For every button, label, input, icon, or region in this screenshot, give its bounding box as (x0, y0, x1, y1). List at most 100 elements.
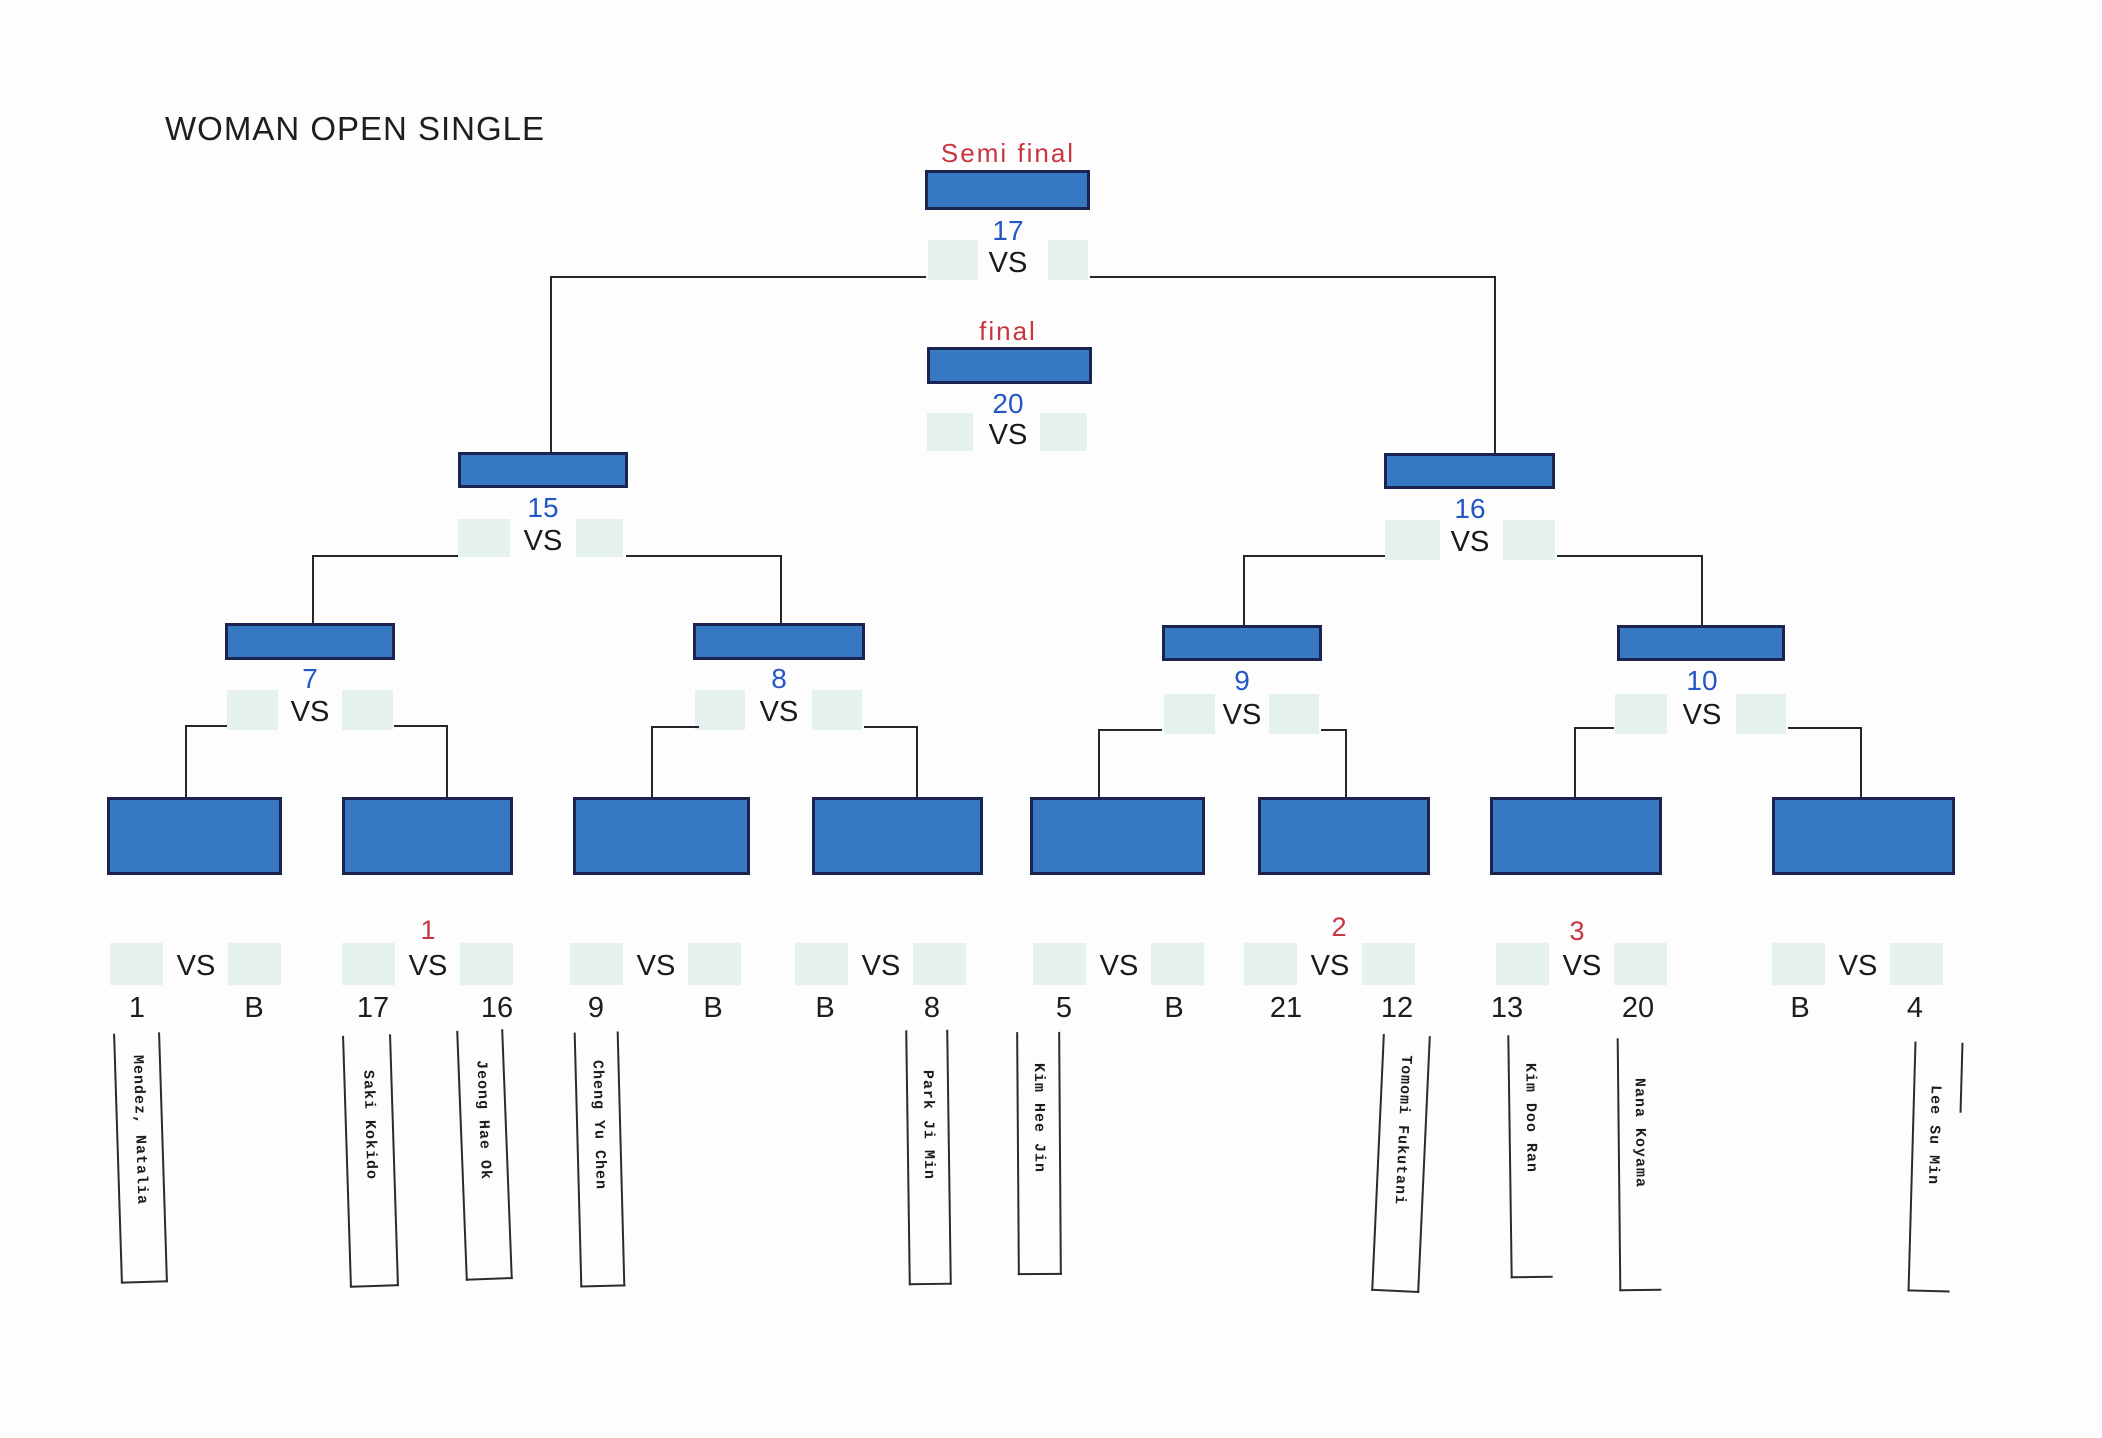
quarter-match-number: 8 (771, 663, 787, 694)
highlight-box (812, 690, 862, 730)
player-name: Cheng Yu Chen (588, 1059, 609, 1191)
quarter-box-8 (693, 623, 865, 660)
order-number: 3 (1569, 916, 1585, 946)
bracket-line (312, 555, 314, 625)
bracket-line (1098, 729, 1100, 797)
highlight-box (1033, 943, 1086, 985)
bracket-line (394, 725, 448, 727)
highlight-box (576, 519, 623, 557)
slot-number: B (244, 992, 264, 1024)
final-label: final (979, 316, 1037, 346)
vs-label: VS (861, 950, 901, 982)
bracket-line (185, 725, 187, 797)
slot-number: 1 (128, 992, 146, 1024)
vs-label: VS (290, 696, 330, 728)
highlight-box (688, 943, 741, 985)
bracket-line (550, 276, 926, 278)
bracket-line (916, 726, 918, 797)
vs-label: VS (1450, 526, 1490, 558)
entry-box (342, 797, 513, 875)
slot-number: 17 (356, 992, 390, 1024)
player-name-tag: Kim Doo Ran (1507, 1034, 1553, 1279)
slot-number: 21 (1269, 992, 1303, 1024)
slot-number: 9 (587, 992, 605, 1024)
player-name: Mendez, Natalia (128, 1054, 151, 1206)
final-match-number: 20 (992, 388, 1024, 419)
slot-number: B (703, 992, 723, 1024)
slot-number: 16 (480, 992, 514, 1024)
quarter-box-7 (225, 623, 395, 660)
bracket-line (1701, 555, 1703, 627)
semi-final-label: Semi final (940, 138, 1076, 168)
highlight-box (342, 943, 395, 985)
highlight-box (1614, 943, 1667, 985)
highlight-box (1772, 943, 1825, 985)
bracket-line (1090, 276, 1496, 278)
highlight-box (342, 690, 393, 730)
bracket-line (550, 276, 552, 453)
bracket-line (1860, 727, 1862, 797)
highlight-box (1362, 943, 1415, 985)
order-number: 1 (420, 915, 436, 945)
player-name-tag: Tomomi Fukutani (1371, 1034, 1431, 1293)
semi-final-match-number: 17 (992, 215, 1024, 246)
player-name: Lee Su Min (1923, 1084, 1944, 1186)
highlight-box (1164, 694, 1215, 734)
player-name-tag: Lee Su Min (1907, 1041, 1964, 1293)
slot-number: 4 (1906, 992, 1924, 1024)
bracket-line (446, 725, 448, 797)
bracket-line (185, 725, 227, 727)
quarter-match-number: 10 (1686, 665, 1718, 696)
bracket-line (864, 726, 918, 728)
player-name-tag: Kim Hee Jin (1016, 1031, 1062, 1276)
highlight-box (1048, 240, 1088, 280)
bracket-line (1494, 276, 1496, 454)
vs-label: VS (759, 696, 799, 728)
player-name-tag: Cheng Yu Chen (573, 1031, 626, 1288)
quarter-box-9 (1162, 625, 1322, 661)
highlight-box (927, 413, 973, 451)
slot-number: B (815, 992, 835, 1024)
highlight-box (1736, 694, 1786, 734)
highlight-box (913, 943, 966, 985)
vs-label: VS (1562, 950, 1602, 982)
highlight-box (460, 943, 513, 985)
bracket-line (1345, 729, 1347, 797)
entry-box (1772, 797, 1955, 875)
quarter-box-10 (1617, 625, 1785, 661)
highlight-box (228, 943, 281, 985)
right-semi-match-number: 16 (1454, 493, 1486, 524)
slot-number: 13 (1490, 992, 1524, 1024)
bracket-line (1098, 729, 1162, 731)
highlight-box (1385, 520, 1440, 560)
slot-number: 20 (1621, 992, 1655, 1024)
vs-label: VS (1682, 699, 1722, 731)
highlight-box (1244, 943, 1297, 985)
highlight-box (1151, 943, 1204, 985)
player-name: Saki Kokido (359, 1069, 380, 1181)
entry-box (812, 797, 983, 875)
highlight-box (1040, 413, 1087, 451)
semi-final-box (925, 170, 1090, 210)
highlight-box (570, 943, 623, 985)
highlight-box (928, 240, 978, 280)
player-name-tag: Park Ji Min (905, 1029, 952, 1286)
vs-label: VS (988, 419, 1028, 451)
slot-number: B (1164, 992, 1184, 1024)
left-semi-match-number: 15 (527, 492, 559, 523)
player-name-tag: Mendez, Natalia (113, 1032, 168, 1284)
vs-label: VS (408, 950, 448, 982)
highlight-box (227, 690, 278, 730)
tag-edge-line (1959, 1042, 1964, 1113)
bracket-line (626, 555, 782, 557)
highlight-box (1496, 943, 1549, 985)
highlight-box (795, 943, 848, 985)
player-name: Jeong Hae Ok (472, 1059, 494, 1181)
highlight-box (458, 519, 510, 557)
vs-label: VS (1838, 950, 1878, 982)
page-title: WOMAN OPEN SINGLE (165, 110, 546, 147)
player-name-tag: Saki Kokido (342, 1034, 399, 1288)
left-semi-box (458, 452, 628, 488)
player-name: Kim Hee Jin (1029, 1062, 1048, 1174)
